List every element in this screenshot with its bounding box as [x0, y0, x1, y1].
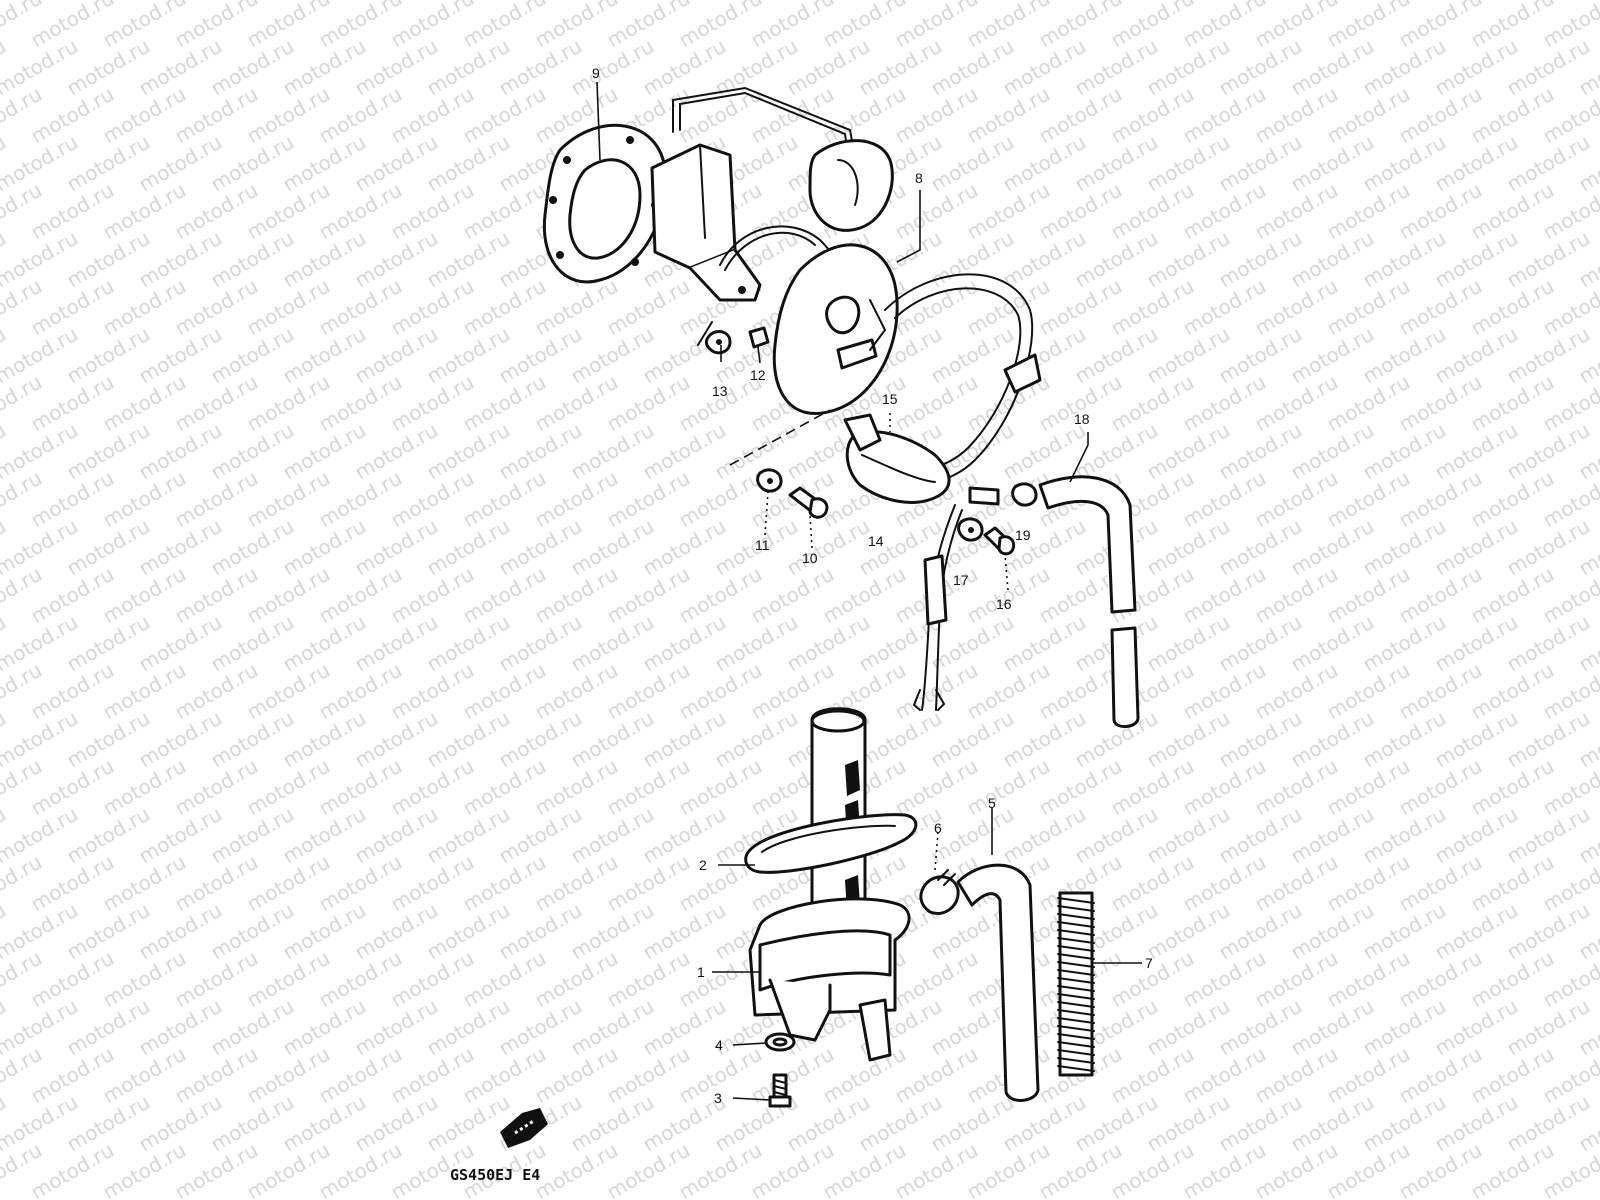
- callout-18: 18: [1074, 411, 1090, 427]
- washer-4-screw-3: [764, 1032, 796, 1108]
- callout-6: 6: [934, 820, 942, 836]
- small-hardware-upper: [697, 321, 1038, 556]
- callout-2: 2: [699, 857, 707, 873]
- gasket-2: [744, 813, 918, 874]
- callout-15: 15: [882, 391, 898, 407]
- float-15: [843, 413, 951, 504]
- callout-14: 14: [868, 533, 884, 549]
- callout-9: 9: [592, 65, 600, 81]
- gauge-plate-8: [772, 243, 899, 416]
- callout-16: 16: [996, 596, 1012, 612]
- gauge-wire-lead-14: [912, 504, 963, 711]
- watermark-text: motod.ru: [1575, 0, 1600, 4]
- breather-hose-18: [1038, 475, 1140, 728]
- callout-4: 4: [715, 1037, 723, 1053]
- callout-13: 13: [712, 383, 728, 399]
- clamp-6: [919, 869, 960, 915]
- callout-8: 8: [915, 170, 923, 186]
- leader-lines: [596, 81, 1142, 1101]
- callout-1: 1: [697, 964, 705, 980]
- fuel-hose-5: [956, 863, 1040, 1102]
- callout-17: 17: [953, 572, 969, 588]
- gauge-gasket-9: [542, 123, 668, 284]
- callout-3: 3: [714, 1090, 722, 1106]
- callouts: 1 2 3 4 5 6 7 8 9 10 11 12 13 14 15 16 1…: [592, 65, 1153, 1106]
- callout-10: 10: [802, 550, 818, 566]
- callout-19: 19: [1015, 527, 1031, 543]
- callout-11: 11: [755, 537, 770, 553]
- callout-5: 5: [988, 795, 996, 811]
- spring-7: [1057, 891, 1095, 1077]
- gauge-bracket: [650, 86, 894, 302]
- callout-12: 12: [750, 367, 766, 383]
- model-code: GS450EJ E4: [450, 1166, 540, 1184]
- callout-7: 7: [1145, 955, 1153, 971]
- direction-arrow-icon: [500, 1108, 548, 1148]
